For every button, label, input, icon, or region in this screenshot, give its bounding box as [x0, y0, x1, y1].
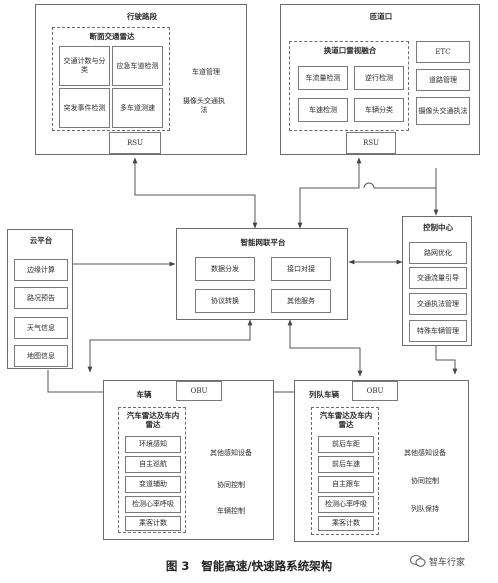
- ramp-radar-group: 换道口雷视融合 车流量检测 逆行检测 车速检测 车辆分类: [289, 41, 409, 131]
- road-section-box: 行驶路段 断面交通雷达 交通计数与分类 应急车道检测 突发事件检测 多车道测速 …: [35, 4, 247, 155]
- cloud-item: 路况预告: [14, 287, 68, 309]
- cloud-title: 云平台: [29, 236, 53, 245]
- watermark: 智车行家: [410, 552, 494, 570]
- platoon-radar-item: 自主跟车: [318, 476, 374, 493]
- vehicle-side-label: 车辆控制: [217, 507, 245, 515]
- vehicle-title: 车辆: [136, 390, 152, 399]
- platoon-radar-item: 前后车速: [318, 456, 374, 473]
- control-box: 控制中心 路网优化 交通流量引导 交通执法管理 特殊车辆管理: [402, 216, 472, 346]
- road-radar-group: 断面交通雷达 交通计数与分类 应急车道检测 突发事件检测 多车道测速: [52, 27, 170, 131]
- platoon-title: 列队车辆: [309, 390, 339, 399]
- platform-title: 智能网联平台: [240, 238, 286, 247]
- control-item: 路网优化: [409, 242, 467, 264]
- platoon-box: 列队车辆 汽车雷达及车内雷达 前后车距 前后车速 自主跟车 检测心率呼吸 乘客计…: [294, 380, 469, 542]
- vehicle-box: 车辆 汽车雷达及车内雷达 环境感知 自主巡航 变道辅助 检测心率呼吸 乘客计数 …: [103, 380, 274, 540]
- road-rsu-box: RSU: [109, 132, 161, 154]
- platform-cell: 数据分发: [195, 257, 255, 281]
- figure-caption: 图 3 智能高速/快速路系统架构: [165, 559, 333, 573]
- link-platform-vehicle: [87, 319, 253, 373]
- platform-cell: 协议转换: [195, 289, 255, 313]
- ramp-side-box: 道路管理: [416, 69, 470, 91]
- road-radar-title: 断面交通雷达: [89, 32, 135, 41]
- platoon-side-label: 其他感知设备: [404, 449, 446, 457]
- watermark-text: 智车行家: [429, 557, 466, 568]
- vehicle-radar-item: 环境感知: [125, 436, 181, 453]
- platoon-radar-item: 检测心率呼吸: [318, 496, 374, 513]
- ramp-radar-title: 换道口雷视融合: [323, 46, 377, 55]
- vehicle-side-label: 其他感知设备: [210, 449, 252, 457]
- link-road-rsu-platform: [132, 157, 258, 229]
- vehicle-obu-box: OBU: [176, 381, 222, 401]
- road-radar-cell: 交通计数与分类: [59, 46, 110, 86]
- vehicle-radar-title: 汽车雷达及车内雷达: [126, 411, 180, 429]
- vehicle-radar-item: 自主巡航: [125, 456, 181, 473]
- ramp-radar-cell: 车辆分类: [354, 98, 404, 122]
- platoon-obu-box: OBU: [352, 381, 398, 401]
- ramp-radar-cell: 车流量检测: [298, 66, 348, 90]
- road-radar-cell: 多车道测速: [112, 88, 163, 128]
- vehicle-side-label: 协同控制: [217, 481, 245, 489]
- link-platform-platoon: [287, 319, 363, 377]
- vehicle-radar-item: 变道辅助: [125, 476, 181, 493]
- platoon-radar-item: 乘客计数: [318, 516, 374, 531]
- road-side-label: 摄像头交通执法: [183, 97, 225, 114]
- link-control-ramp: [363, 182, 439, 216]
- ramp-side-box: 摄像头交通执法: [416, 97, 470, 125]
- cloud-item: 天气信息: [14, 317, 68, 339]
- ramp-box: 匝道口 换道口雷视融合 车流量检测 逆行检测 车速检测 车辆分类 ETC 道路管…: [280, 4, 480, 155]
- road-radar-cell: 应急车道检测: [112, 46, 163, 86]
- ramp-title: 匝道口: [369, 12, 393, 21]
- ramp-radar-cell: 车速检测: [298, 98, 348, 122]
- platoon-radar-title: 汽车雷达及车内雷达: [319, 411, 373, 429]
- vehicle-radar-item: 检测心率呼吸: [125, 496, 181, 513]
- ramp-etc-box: ETC: [416, 41, 470, 63]
- platform-cell: 接口对接: [271, 257, 331, 281]
- platform-cell: 其他服务: [271, 289, 331, 313]
- platoon-side-label: 列队保持: [411, 505, 439, 513]
- ramp-radar-cell: 逆行检测: [354, 66, 404, 90]
- vehicle-radar-item: 乘客计数: [125, 516, 181, 531]
- platoon-radar-group: 汽车雷达及车内雷达 前后车距 前后车速 自主跟车 检测心率呼吸 乘客计数: [311, 407, 379, 535]
- road-radar-cell: 突发事件检测: [59, 88, 110, 128]
- road-side-label: 车道管理: [192, 68, 220, 76]
- cloud-item: 地图信息: [14, 345, 68, 367]
- platoon-radar-item: 前后车距: [318, 436, 374, 453]
- vehicle-radar-group: 汽车雷达及车内雷达 环境感知 自主巡航 变道辅助 检测心率呼吸 乘客计数: [118, 407, 186, 533]
- road-section-title: 行驶路段: [127, 12, 157, 21]
- link-ramp-rsu-platform: [297, 157, 362, 229]
- platoon-side-label: 协同控制: [411, 477, 439, 485]
- wechat-icon: [410, 554, 426, 567]
- control-item: 交通流量引导: [409, 267, 467, 289]
- control-item: 特殊车辆管理: [409, 320, 467, 342]
- control-item: 交通执法管理: [409, 293, 467, 315]
- platform-box: 智能网联平台 数据分发 接口对接 协议转换 其他服务: [176, 228, 348, 320]
- cloud-box: 云平台 边缘计算 路况预告 天气信息 地图信息: [7, 229, 73, 369]
- cloud-item: 边缘计算: [14, 259, 68, 281]
- link-control-platoon: [435, 346, 458, 375]
- control-title: 控制中心: [423, 223, 453, 232]
- ramp-rsu-box: RSU: [346, 132, 396, 154]
